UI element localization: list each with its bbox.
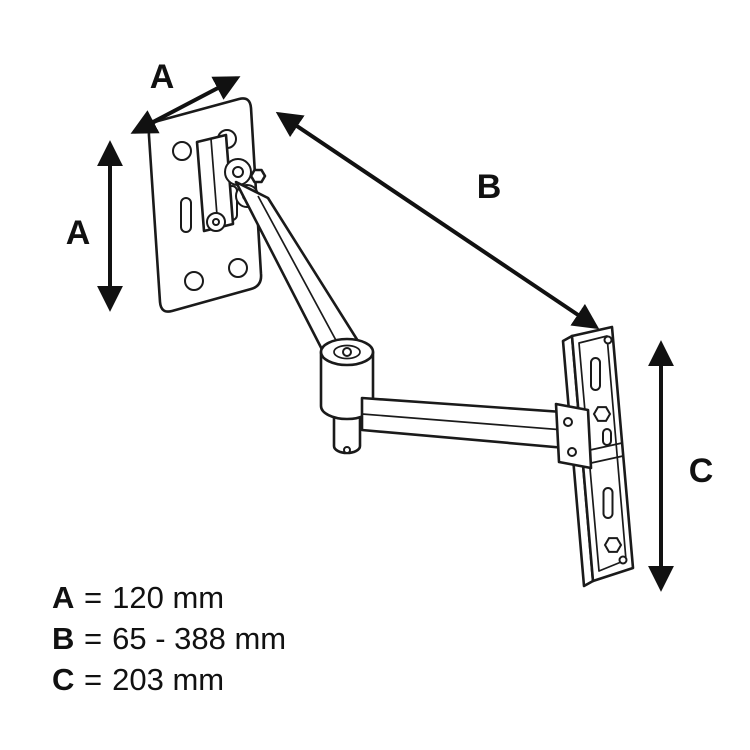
elbow-shaft-cap: [343, 446, 351, 454]
wall-plate-screw: [603, 335, 613, 345]
legend-value-c: 203 mm: [112, 662, 225, 697]
dimension-c: C: [648, 340, 714, 592]
legend-key-c: C: [52, 662, 75, 697]
wall-plate-front-face: [570, 325, 635, 583]
dim-label-b: B: [477, 168, 502, 206]
vesa-screw-hole: [184, 271, 204, 291]
wall-plate-slot: [590, 357, 601, 391]
vesa-screw-hole: [228, 258, 248, 278]
dimension-b: B: [275, 111, 600, 330]
wall-bracket: [554, 402, 593, 470]
legend-row-b: B = 65 - 388 mm: [52, 621, 286, 662]
wall-plate: [554, 325, 635, 588]
legend-row-a: A = 120 mm: [52, 580, 286, 621]
wall-plate-hex-hole: [592, 406, 612, 422]
dimension-a-top: A: [130, 58, 241, 134]
lower-arm-body: [360, 396, 579, 451]
wall-plate-slot: [602, 487, 614, 519]
legend-key-b: B: [52, 621, 75, 656]
lower-pivot-bore: [212, 218, 220, 226]
vesa-screw-hole: [172, 141, 192, 161]
elbow-bolt-hole: [342, 347, 352, 357]
legend-key-a: A: [52, 580, 75, 615]
dim-label-a-left: A: [66, 214, 91, 252]
hinge-knuckle-bore: [232, 166, 244, 178]
wall-bracket-bolt: [563, 417, 573, 427]
dim-label-a-top: A: [150, 58, 175, 96]
legend-sep-a: =: [84, 580, 103, 615]
wall-bracket-bolt: [567, 447, 577, 457]
elbow-cylinder-top-inner: [333, 344, 361, 360]
legend-sep-c: =: [84, 662, 103, 697]
wall-plate-slot: [602, 428, 612, 446]
wall-plate-hex-hole: [603, 537, 623, 553]
dimension-arrow-b: [275, 111, 600, 330]
dimension-arrow-a-top: [130, 76, 241, 134]
dim-label-c: C: [689, 452, 714, 490]
legend-value-a: 120 mm: [112, 580, 225, 615]
vesa-slot: [180, 197, 192, 233]
wall-plate-screw: [618, 555, 628, 565]
hinge-bolt-hex: [249, 168, 267, 184]
legend-row-c: C = 203 mm: [52, 662, 286, 703]
lower-arm-edge: [361, 413, 578, 432]
legend: A = 120 mm B = 65 - 388 mm C = 203 mm: [52, 580, 286, 703]
lower-arm: [360, 396, 579, 451]
legend-sep-b: =: [84, 621, 103, 656]
legend-value-b: 65 - 388 mm: [112, 621, 287, 656]
dimension-a-left: A: [66, 140, 123, 312]
upper-arm-edge: [257, 195, 346, 358]
elbow-joint: [319, 337, 375, 455]
